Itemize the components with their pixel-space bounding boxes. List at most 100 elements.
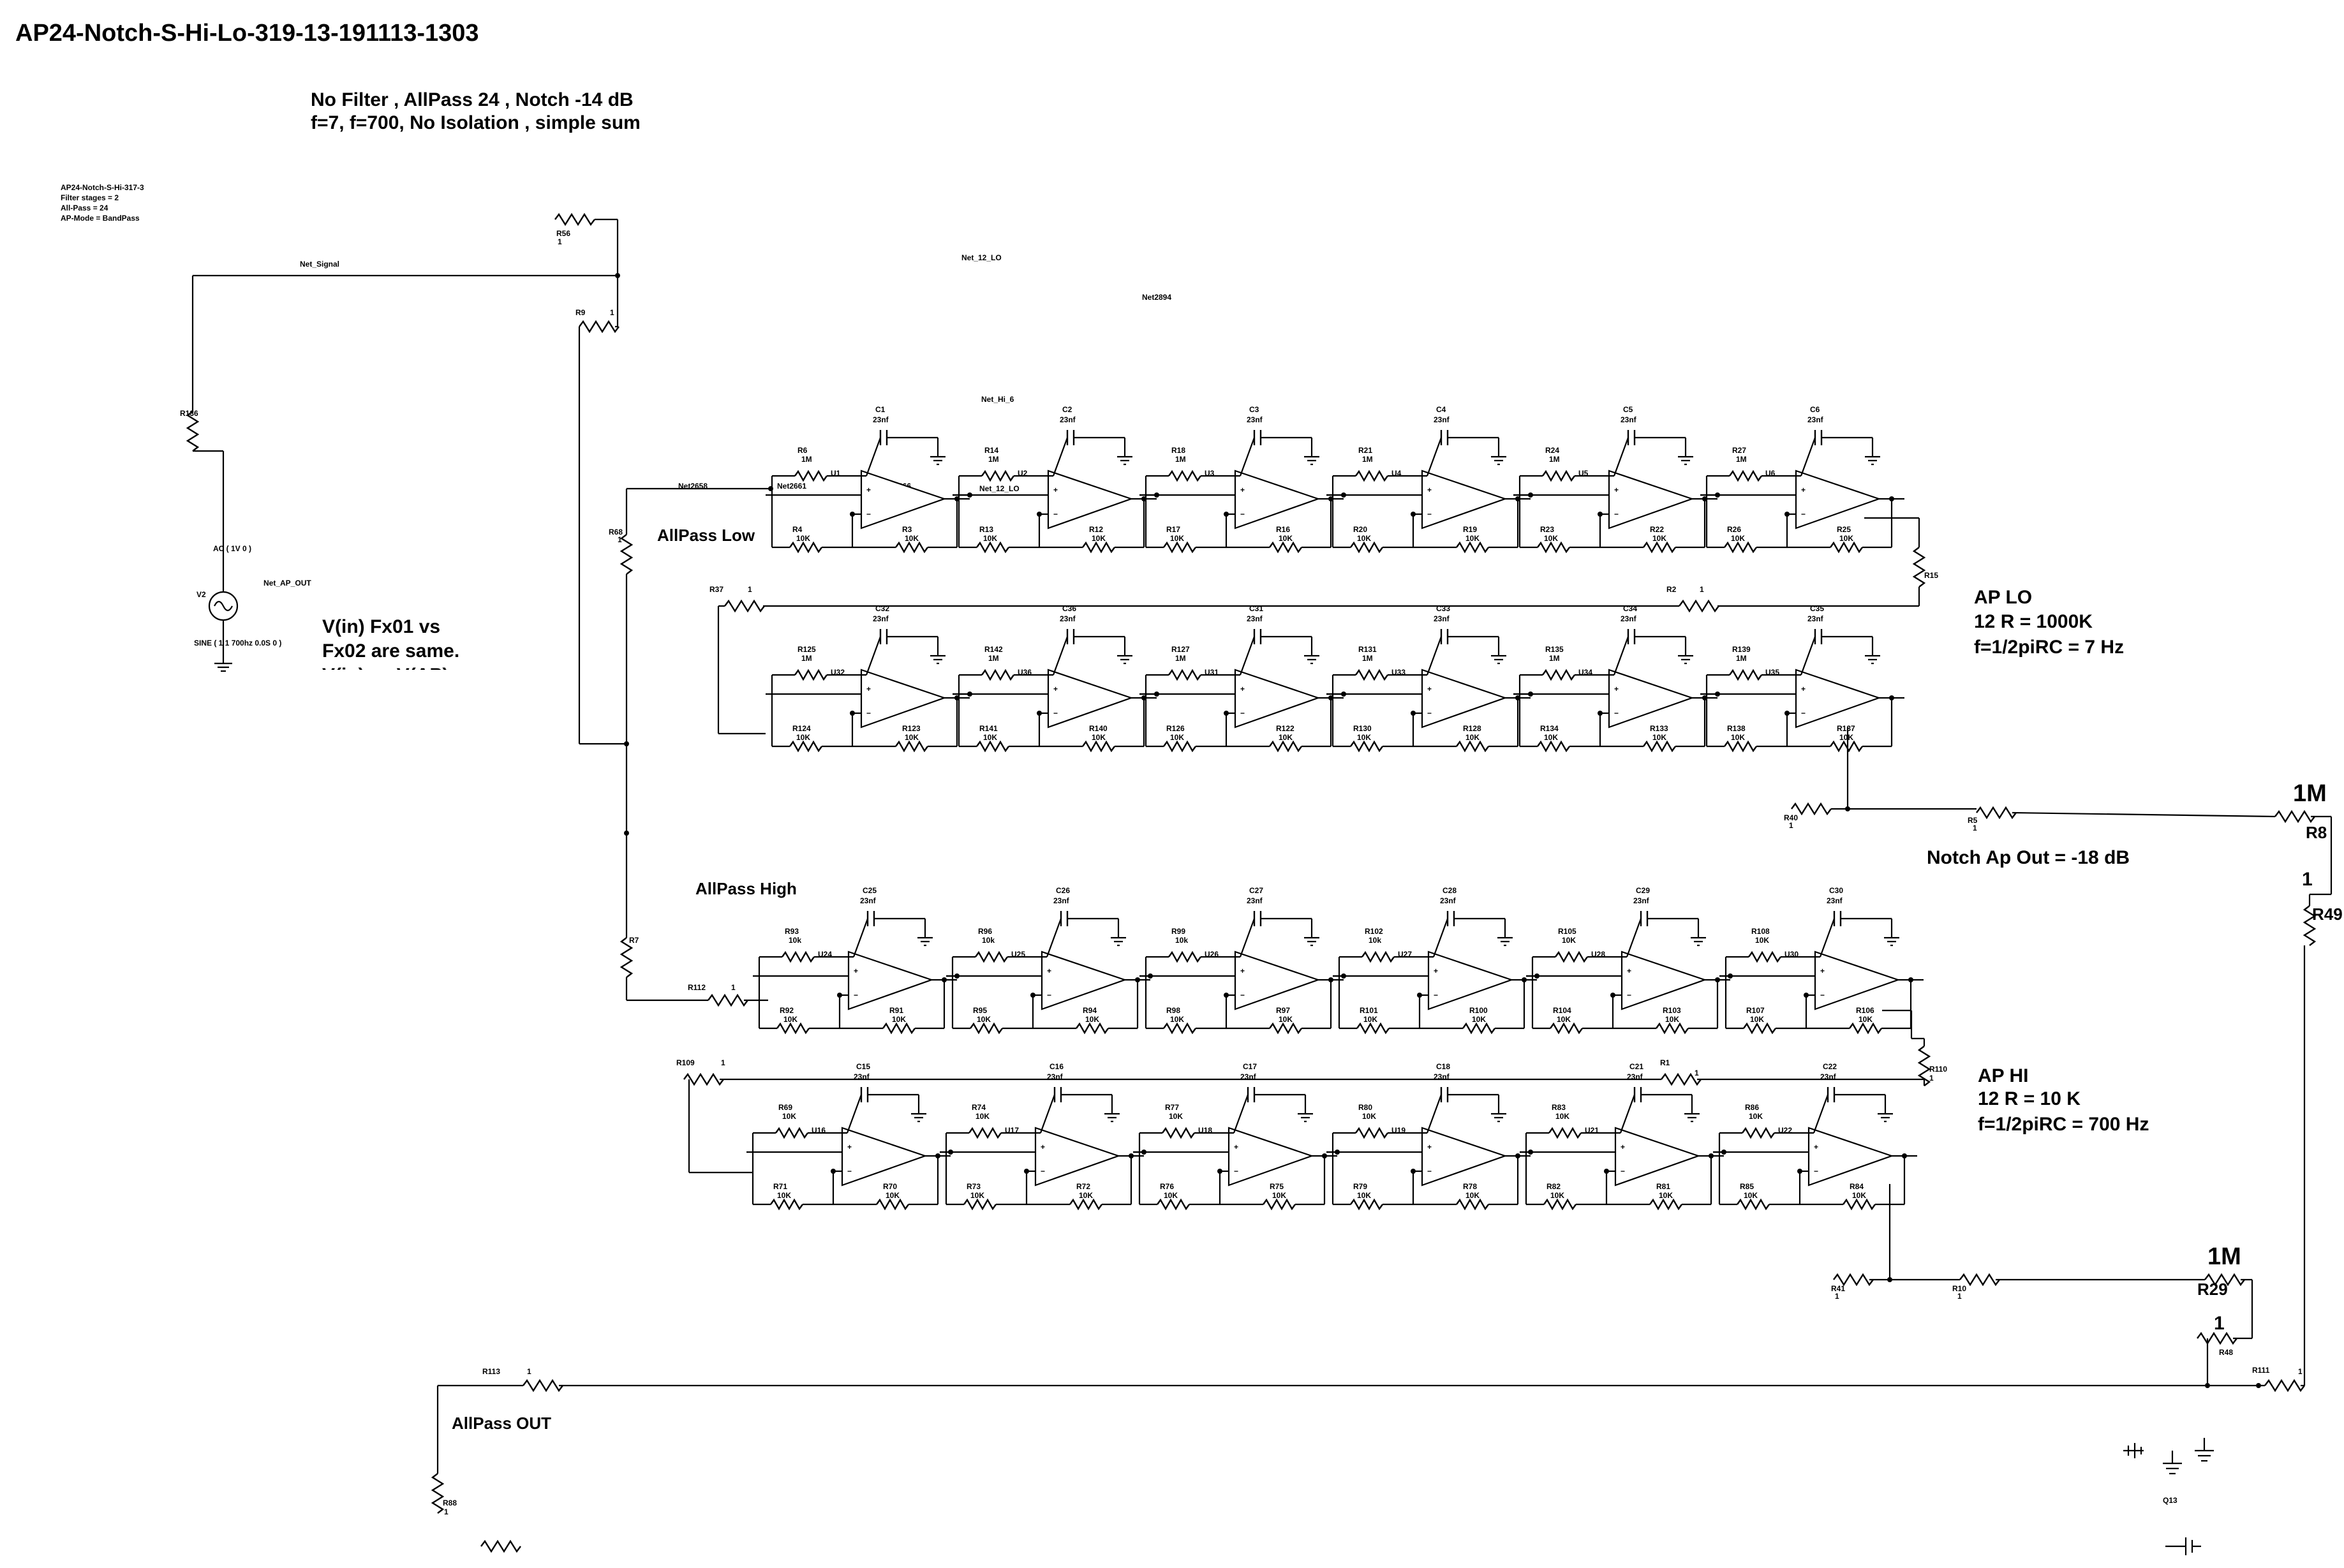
info-block: AP24-Notch-S-Hi-317-3 Filter stages = 2 … [61,183,144,223]
source-sine-label: SINE ( 1 1 700hz 0.0S 0 ) [194,639,281,647]
resistor-value: 10K [1750,1015,1764,1024]
resistor-label: R111 [2252,1366,2270,1375]
resistor-value: 10K [1079,1191,1093,1200]
capacitor-label: C16 [1050,1062,1064,1071]
resistor-value: 10K [905,733,919,742]
info-line: Filter stages = 2 [61,193,119,202]
resistor-top [1542,470,1575,482]
resistor-stray [480,1539,521,1553]
resistor-label: R127 [1171,645,1190,654]
resistor-value: 1 [1695,1069,1699,1077]
minus-sign: − [1820,991,1825,1000]
opamp-symbol [1814,950,1901,1010]
resistor-value: 1M [1549,654,1560,663]
resistor-label: R140 [1089,724,1108,733]
resistor-label: R19 [1463,525,1477,534]
resistor-r2 [1679,599,1719,613]
resistor-r5 [1976,806,2017,820]
junction-dot [1784,711,1790,716]
minus-sign: − [1427,510,1432,519]
resistor-label: R48 [2219,1348,2233,1357]
source-ac-label: AC ( 1V 0 ) [213,544,251,553]
resistor-value: 10K [796,534,810,543]
section-label-ap-high: AllPass High [695,879,797,898]
resistor-value: 10K [1092,733,1106,742]
resistor-label: R81 [1656,1182,1670,1191]
resistor-value: 1M [1736,455,1747,464]
resistor-feedback [876,1198,909,1211]
resistor-value: 1 [748,585,752,594]
info-line: AP24-Notch-S-Hi-317-3 [61,183,144,192]
resistor-top [981,470,1014,482]
net-label: Net_12_LO [979,484,1020,493]
minus-sign: − [1434,991,1438,1000]
capacitor-label: C17 [1243,1062,1257,1071]
opamp-symbol [1047,470,1134,529]
resistor-value: 10K [1858,1015,1873,1024]
plus-sign: + [1614,684,1619,693]
resistor-feedback [1656,1022,1689,1035]
resistor-value: 1M [1736,654,1747,663]
resistor-label: R71 [773,1182,787,1191]
header-note-1: No Filter , AllPass 24 , Notch -14 dB [311,89,634,110]
resistor-value: 10k [789,936,801,945]
resistor-label: R15 [1924,571,1938,580]
resistor-label: R49 [2312,905,2343,924]
resistor-label: R112 [688,983,706,992]
resistor-value: 1 [2298,1367,2303,1376]
plus-sign: + [1234,1143,1238,1151]
resistor-label: R21 [1358,446,1372,455]
resistor-r88 [431,1473,445,1514]
resistor-bottom [1743,1022,1776,1035]
capacitor-value: 23nf [1807,614,1824,623]
resistor-value: 10K [892,1015,906,1024]
capacitor-label: C29 [1636,886,1650,895]
resistor-value: 10K [1550,1191,1564,1200]
capacitor-label: C6 [1810,405,1820,414]
allpass-low-row-2: +−U32C3223nfR1251MR12410KR12310K+−U36C36… [766,604,1904,753]
minus-sign: − [1427,709,1432,718]
resistor-value: 10K [1169,1112,1183,1121]
resistor-r68 [619,534,634,575]
resistor-label: R85 [1740,1182,1754,1191]
minus-sign: − [854,991,858,1000]
junction-dot [1224,711,1229,716]
resistor-label: R86 [1745,1103,1759,1112]
resistor-label: R68 [609,528,623,536]
resistor-value: 1 [1973,824,1977,832]
resistor-label: R91 [889,1006,903,1015]
plus-sign: + [1240,684,1245,693]
capacitor-label: C15 [856,1062,870,1071]
ap-low-output: R40 1 R5 1 1M R8 1 R49 [1784,727,2343,1386]
resistor-top [782,950,815,963]
resistor-label: R99 [1171,927,1185,936]
junction-dot [1135,977,1140,982]
minus-sign: − [1614,510,1619,519]
notch-note: Notch Ap Out = -18 dB [1927,847,2130,868]
resistor-top [1729,470,1762,482]
plus-sign: + [1614,485,1619,494]
resistor-label: R26 [1727,525,1741,534]
resistor-feedback [1082,740,1115,753]
resistor-bottom [770,1198,803,1211]
junction-dot [1610,993,1615,998]
resistor-top [1555,950,1588,963]
resistor-top [968,1127,1002,1139]
resistor-value: 1M [988,654,999,663]
resistor-value: 10K [1465,534,1480,543]
resistor-value: 1M [1549,455,1560,464]
minus-sign: − [1614,709,1619,718]
resistor-value: 10K [1659,1191,1673,1200]
capacitor-value: 23nf [1434,415,1450,424]
resistor-r48 [2197,1331,2237,1345]
resistor-label: R109 [676,1058,695,1067]
resistor-feedback [1269,740,1302,753]
resistor-feedback [1643,740,1676,753]
resistor-r15 [1912,547,1926,588]
junction-dot [1030,993,1035,998]
resistor-bottom [1350,740,1383,753]
capacitor-value: 23nf [1060,415,1076,424]
